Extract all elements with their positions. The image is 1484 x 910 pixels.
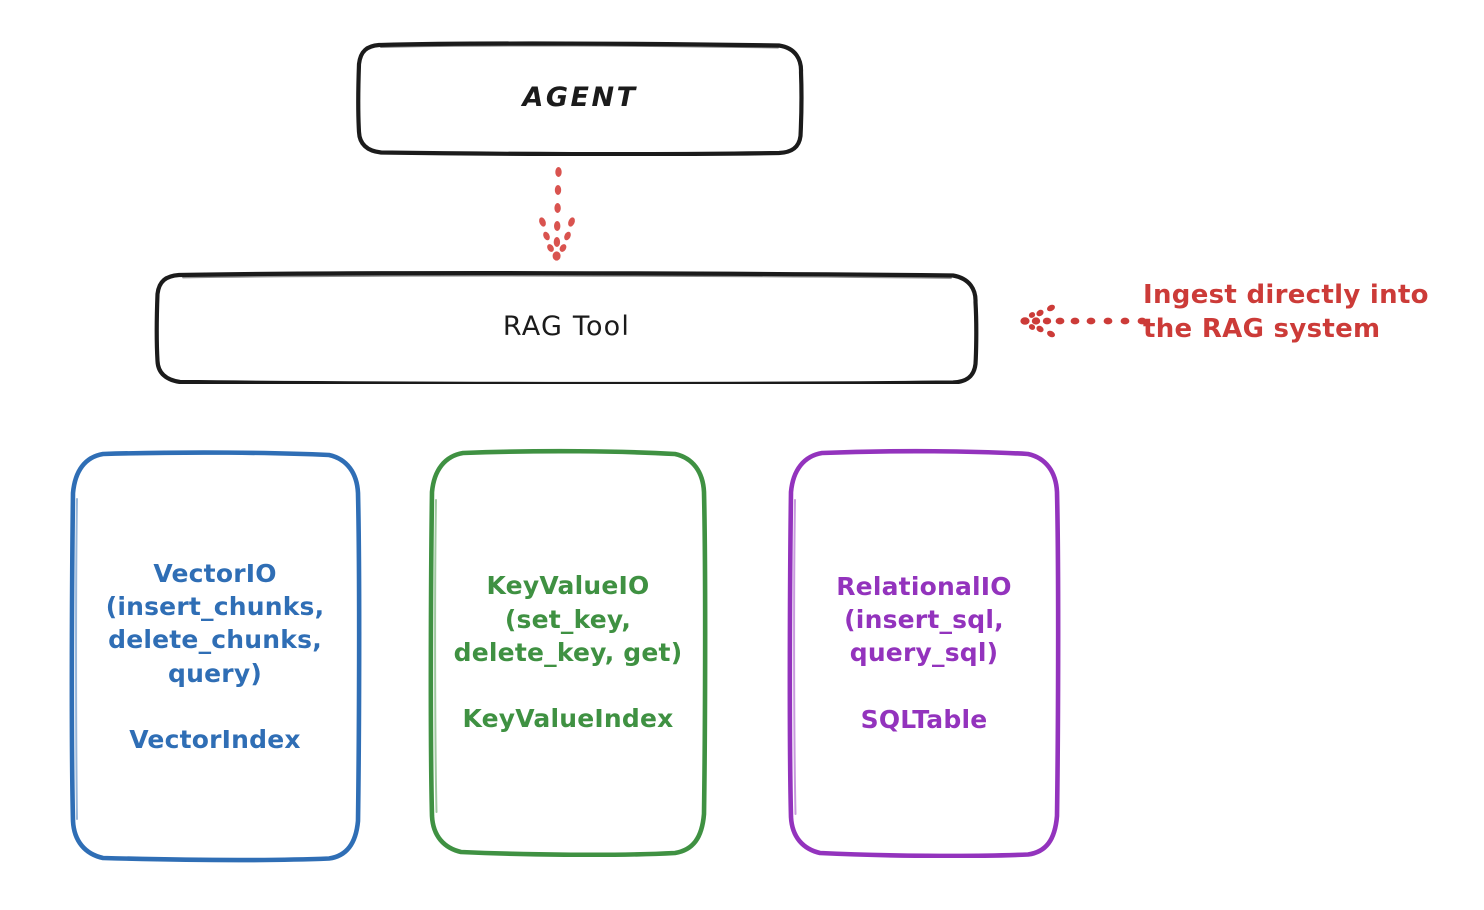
edge-ingest-pointer <box>1020 304 1147 338</box>
node-relational-io[interactable]: RelationalIO (insert_sql, query_sql) SQL… <box>786 448 1062 858</box>
node-vector-io-label: VectorIO (insert_chunks, delete_chunks, … <box>105 558 325 754</box>
node-vector-io[interactable]: VectorIO (insert_chunks, delete_chunks, … <box>67 449 363 864</box>
annotation-ingest-note: Ingest directly into the RAG system <box>1143 280 1429 344</box>
node-agent-label: AGENT <box>522 81 638 113</box>
node-agent[interactable]: AGENT <box>355 40 805 156</box>
node-relational-io-label: RelationalIO (insert_sql, query_sql) SQL… <box>836 571 1012 734</box>
node-rag-tool[interactable]: RAG Tool <box>153 270 980 384</box>
edge-agent-to-rag-tool <box>539 167 575 261</box>
node-key-value-io-label: KeyValueIO (set_key, delete_key, get) Ke… <box>453 571 683 734</box>
node-key-value-io[interactable]: KeyValueIO (set_key, delete_key, get) Ke… <box>427 448 709 857</box>
node-rag-tool-label: RAG Tool <box>502 310 631 342</box>
